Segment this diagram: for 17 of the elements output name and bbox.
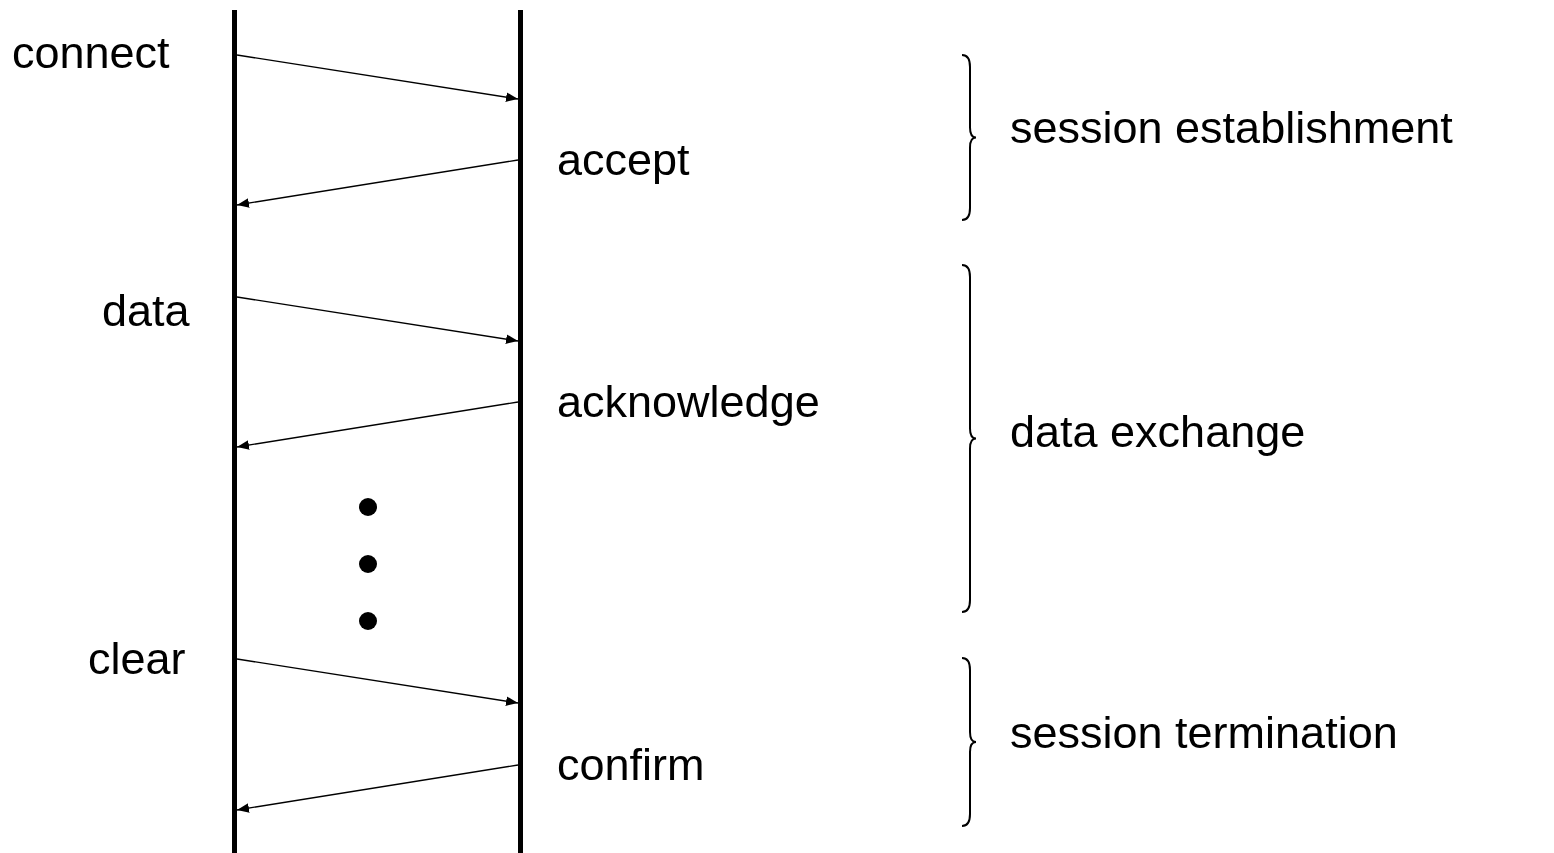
phase-label: session establishment xyxy=(1010,103,1453,153)
message-label: data xyxy=(102,286,190,336)
lifeline-bar xyxy=(232,10,237,853)
message-label: clear xyxy=(88,634,186,684)
message-label: connect xyxy=(12,28,170,78)
message-arrow xyxy=(236,658,519,706)
phase-label: data exchange xyxy=(1010,407,1306,457)
message-arrow xyxy=(236,401,519,450)
message-label: accept xyxy=(557,135,690,185)
phase-label: session termination xyxy=(1010,708,1398,758)
message-arrow xyxy=(236,296,519,344)
message-arrow xyxy=(236,54,519,102)
message-label: confirm xyxy=(557,740,705,790)
message-arrow xyxy=(236,159,519,208)
message-arrow xyxy=(236,764,519,813)
message-label: acknowledge xyxy=(557,377,820,427)
lifeline-bar xyxy=(518,10,523,853)
